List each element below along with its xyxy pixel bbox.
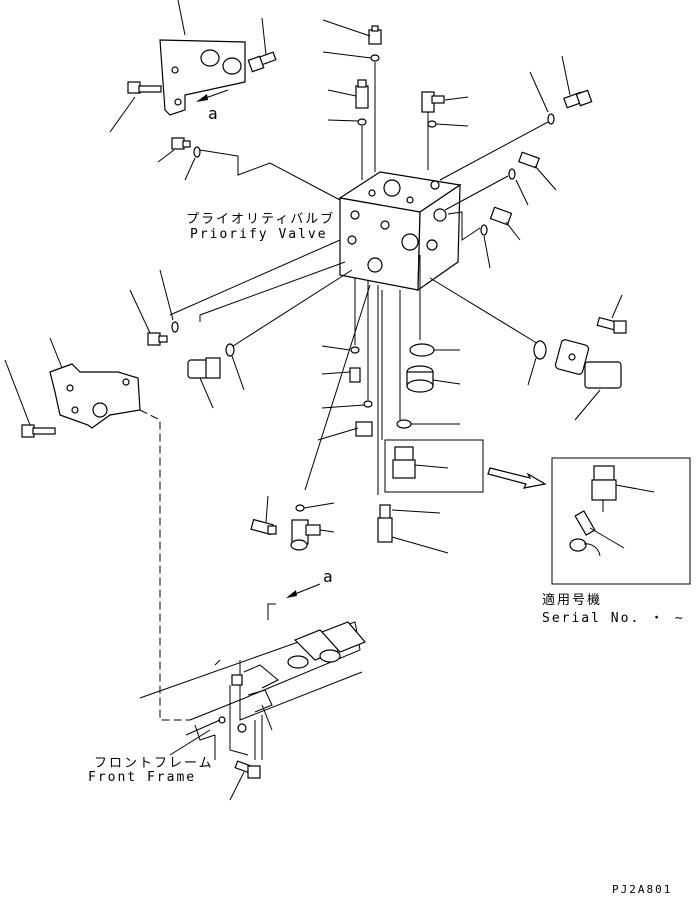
elbow-fitting-left xyxy=(187,357,221,379)
plug-left xyxy=(147,332,168,346)
sensor-fitting xyxy=(377,504,393,543)
priority-valve-block xyxy=(338,171,462,292)
front-frame xyxy=(139,621,366,760)
bracket-left xyxy=(49,363,141,429)
bolt-flange xyxy=(596,316,627,334)
bracket-top xyxy=(159,39,246,116)
arrow-to-detail xyxy=(487,467,547,489)
priority-valve-label-en: Priorify Valve xyxy=(190,227,328,242)
fitting-right-2 xyxy=(489,206,513,226)
fitting-right-1 xyxy=(518,151,540,169)
bolt-left-top xyxy=(127,81,162,94)
detail-box-left xyxy=(384,439,484,493)
drawing-code: PJ2A801 xyxy=(612,883,673,896)
detail-box-right xyxy=(551,457,691,585)
elbow-fitting-center xyxy=(290,519,321,551)
fitting-top-right xyxy=(563,89,593,109)
bolt-top xyxy=(247,51,277,73)
serial-label-jp: 適用号機 xyxy=(542,593,603,608)
bolt-left xyxy=(21,424,56,438)
view-a-label-bottom: a xyxy=(323,567,335,586)
view-a-label-top: a xyxy=(208,104,220,123)
tee-fitting xyxy=(250,518,277,536)
priority-valve-label-jp: プライオリティバルブ xyxy=(186,212,336,227)
plug-large xyxy=(406,365,434,393)
flange-fitting xyxy=(554,339,622,389)
serial-label-en: Serial No. ・ ~ xyxy=(542,611,685,626)
front-frame-label-jp: フロントフレーム xyxy=(94,756,214,771)
front-frame-label-en: Front Frame xyxy=(88,770,197,785)
bolt-frame xyxy=(234,760,261,779)
